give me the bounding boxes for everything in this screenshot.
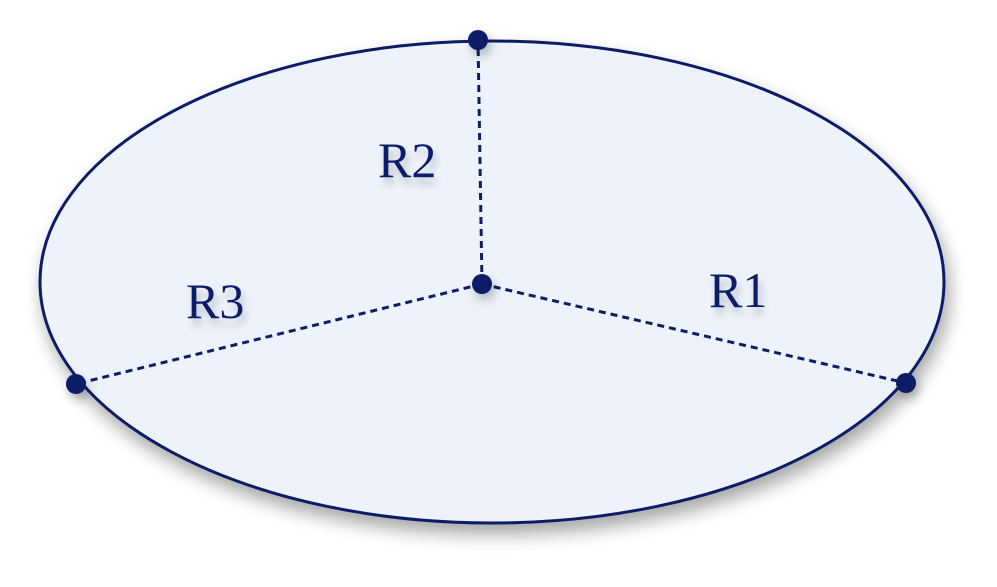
- label-r3: R3: [186, 273, 244, 329]
- endpoint-r1: [896, 373, 916, 393]
- label-r2: R2: [378, 132, 436, 188]
- label-r1: R1: [709, 262, 767, 318]
- center-point: [472, 274, 492, 294]
- endpoint-r3: [66, 374, 86, 394]
- radius-line-r2: [476, 39, 484, 285]
- ellipse-outline: [38, 39, 946, 525]
- radius-line-r3: [75, 282, 483, 386]
- radius-line-r1: [481, 282, 907, 385]
- endpoint-r2: [468, 30, 488, 50]
